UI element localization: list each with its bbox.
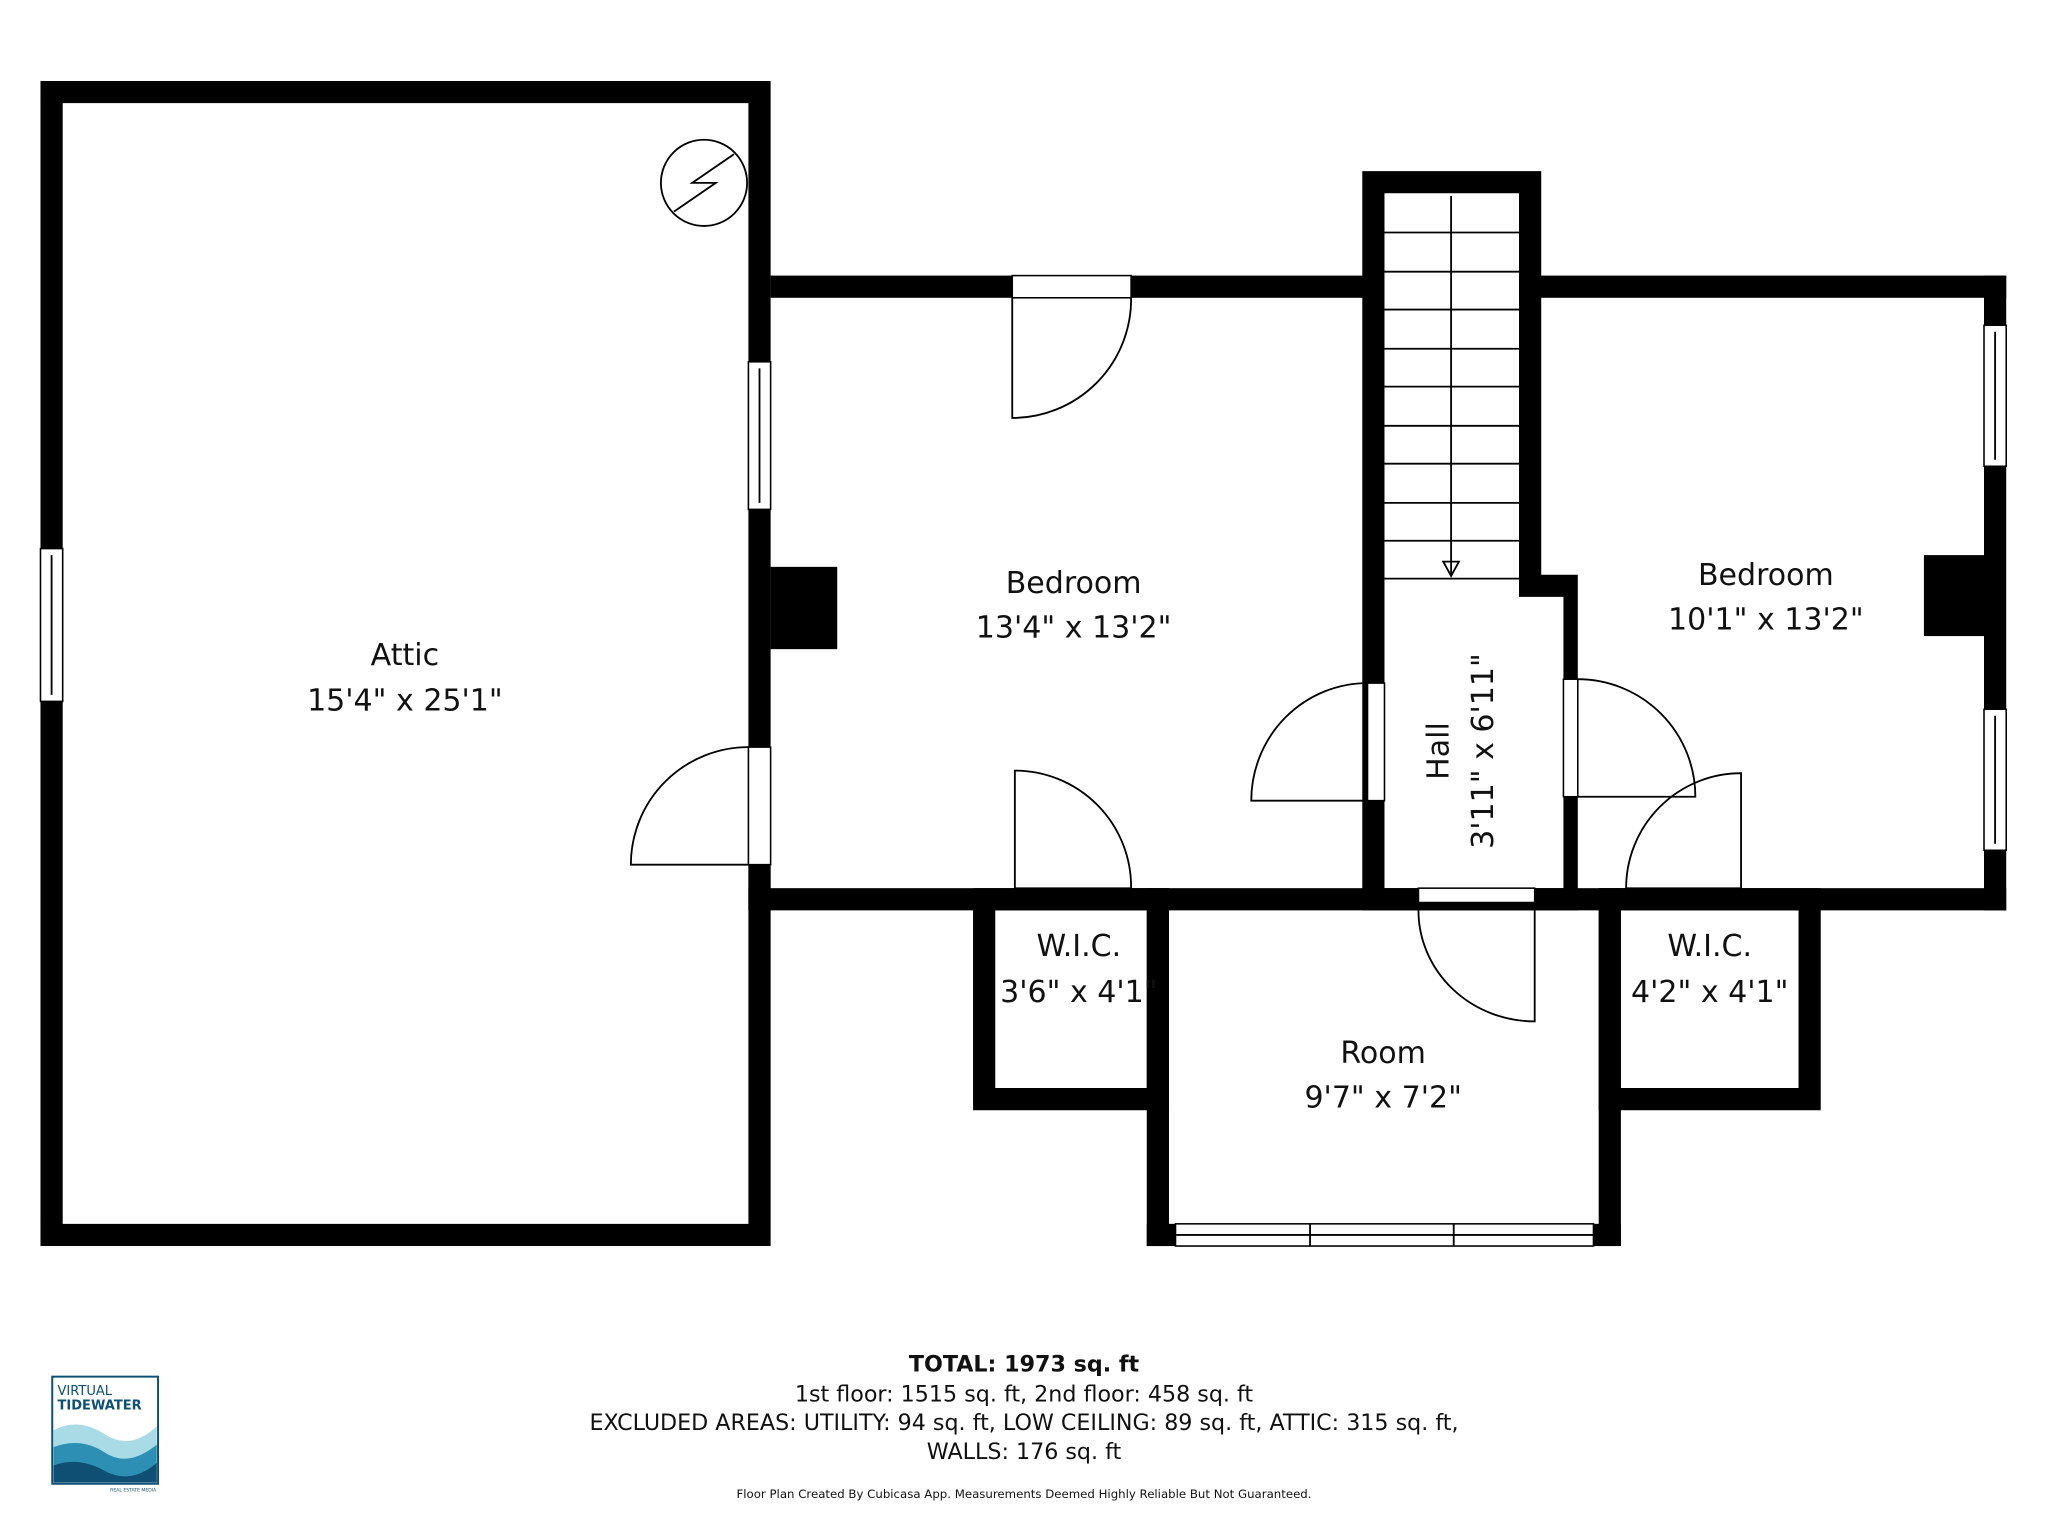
room-label-wic-right: W.I.C. 4'2" x 4'1" <box>1631 929 1788 1010</box>
walls-area: WALLS: 176 sq. ft <box>927 1439 1122 1465</box>
svg-text:Bedroom: Bedroom <box>1006 566 1142 601</box>
virtual-tidewater-logo: VIRTUAL TIDEWATER REAL ESTATE MEDIA <box>51 1375 160 1494</box>
svg-text:9'7" x 7'2": 9'7" x 7'2" <box>1304 1081 1461 1116</box>
svg-text:13'4" x 13'2": 13'4" x 13'2" <box>976 610 1172 645</box>
svg-text:REAL ESTATE MEDIA: REAL ESTATE MEDIA <box>110 1488 157 1494</box>
room-label-bedroom-2: Bedroom 10'1" x 13'2" <box>1668 558 1864 637</box>
svg-text:Room: Room <box>1340 1036 1426 1071</box>
attic-door <box>629 746 749 866</box>
electrical-panel-icon <box>659 138 749 227</box>
room-label-bedroom-1: Bedroom 13'4" x 13'2" <box>976 566 1172 645</box>
hall-right-door <box>1577 678 1697 798</box>
svg-text:Attic: Attic <box>371 638 439 673</box>
room-label-hall: Hall 3'11" x 6'11" <box>1421 653 1500 849</box>
bedroom-2-closet-door <box>1625 772 1742 889</box>
svg-text:W.I.C.: W.I.C. <box>1036 929 1121 964</box>
staircase <box>1384 195 1520 580</box>
svg-text:15'4" x 25'1": 15'4" x 25'1" <box>307 684 503 719</box>
stair-hall-walls <box>1362 171 1579 911</box>
floor-areas: 1st floor: 1515 sq. ft, 2nd floor: 458 s… <box>795 1381 1254 1407</box>
room-label-room: Room 9'7" x 7'2" <box>1304 1036 1461 1115</box>
area-summary: TOTAL: 1973 sq. ft 1st floor: 1515 sq. f… <box>589 1351 1458 1501</box>
svg-text:TIDEWATER: TIDEWATER <box>57 1398 141 1413</box>
room-label-wic-left: W.I.C. 3'6" x 4'1" <box>1000 929 1157 1010</box>
svg-text:10'1" x 13'2": 10'1" x 13'2" <box>1668 603 1864 638</box>
excluded-areas: EXCLUDED AREAS: UTILITY: 94 sq. ft, LOW … <box>589 1410 1458 1436</box>
svg-text:3'11" x 6'11": 3'11" x 6'11" <box>1466 653 1501 849</box>
hall-left-door <box>1250 682 1368 802</box>
svg-text:W.I.C.: W.I.C. <box>1667 929 1752 964</box>
total-area: TOTAL: 1973 sq. ft <box>909 1351 1140 1377</box>
svg-text:Bedroom: Bedroom <box>1698 558 1834 593</box>
room-label-attic: Attic 15'4" x 25'1" <box>307 638 503 719</box>
room-door <box>1417 910 1536 1023</box>
lower-walls <box>973 887 1821 1247</box>
svg-text:Hall: Hall <box>1421 722 1456 780</box>
svg-text:VIRTUAL: VIRTUAL <box>57 1384 112 1399</box>
svg-text:3'6" x 4'1": 3'6" x 4'1" <box>1000 975 1157 1010</box>
bedroom-1-top-door <box>1011 297 1133 419</box>
bedroom-1-closet-door <box>1013 769 1133 889</box>
svg-text:4'2" x 4'1": 4'2" x 4'1" <box>1631 975 1788 1010</box>
disclaimer: Floor Plan Created By Cubicasa App. Meas… <box>737 1487 1312 1501</box>
attic-walls <box>39 80 772 1247</box>
